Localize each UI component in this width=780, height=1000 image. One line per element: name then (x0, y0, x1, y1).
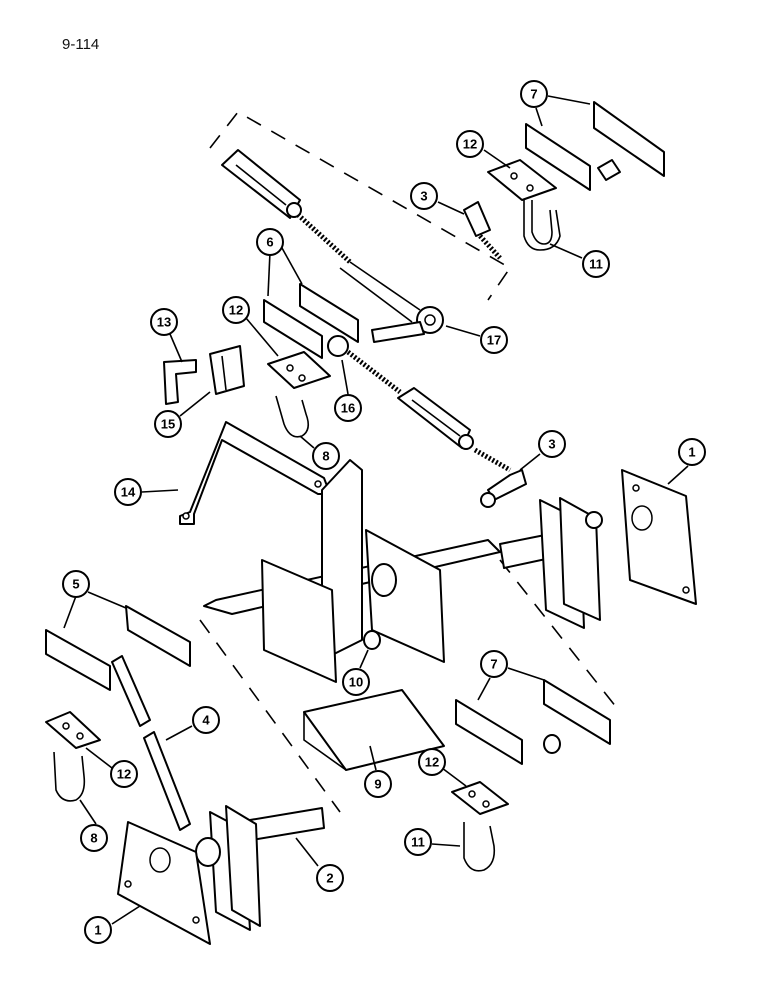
callout-6: 6 (256, 228, 303, 297)
callout-label: 12 (229, 303, 243, 318)
part-7-plates-top (525, 101, 665, 191)
callout-label: 8 (90, 831, 97, 846)
callout-1-left: 1 (84, 905, 141, 944)
callout-label: 17 (487, 333, 501, 348)
callout-label: 12 (463, 137, 477, 152)
callout-17: 17 (445, 325, 508, 354)
callout-3-middle: 3 (519, 430, 566, 471)
callout-16: 16 (334, 359, 362, 422)
part-12-plate-top (487, 159, 557, 201)
callout-12-top: 12 (456, 130, 511, 169)
part-12-plate-lower-right (451, 781, 509, 815)
callout-4: 4 (165, 706, 220, 741)
callout-13: 13 (150, 308, 183, 363)
part-14-hanger (179, 421, 331, 525)
part-7-plates-lower (455, 679, 611, 765)
callout-label: 6 (266, 235, 273, 250)
callout-11-lower: 11 (404, 828, 461, 856)
callout-12-middle: 12 (222, 296, 279, 357)
callout-15: 15 (154, 391, 211, 438)
part-6-plates (263, 283, 359, 359)
part-10-bushing (363, 630, 381, 650)
part-12-plate-middle (267, 351, 331, 389)
callout-label: 1 (688, 445, 695, 460)
callout-12-lower-right: 12 (418, 748, 467, 787)
part-4-rods (111, 655, 191, 831)
callout-label: 12 (117, 767, 131, 782)
callout-label: 9 (374, 777, 381, 792)
callout-5: 5 (62, 570, 127, 629)
callout-label: 15 (161, 417, 175, 432)
callout-12-lower-left: 12 (85, 747, 138, 788)
callout-14: 14 (114, 478, 179, 506)
part-8-ubolt-middle (275, 395, 310, 438)
assembly-outline-lower (199, 559, 621, 813)
assembly-outline-upper (209, 110, 512, 301)
callout-label: 3 (548, 437, 555, 452)
callout-label: 1 (94, 923, 101, 938)
callout-label: 4 (202, 713, 210, 728)
callout-label: 2 (326, 871, 333, 886)
callout-label: 5 (72, 577, 79, 592)
part-2-shaft-bracket (195, 805, 325, 931)
part-17-top-link (221, 149, 444, 343)
part-1-plate-left (117, 821, 211, 945)
callout-10: 10 (342, 649, 370, 696)
callout-7-lower: 7 (477, 650, 545, 701)
callout-2: 2 (295, 837, 344, 892)
callout-1-right: 1 (667, 438, 706, 485)
part-16-turnbuckle (327, 335, 512, 473)
part-1-plate-right (621, 469, 697, 605)
callout-3-top: 3 (410, 182, 465, 215)
callout-label: 3 (420, 189, 427, 204)
callout-label: 16 (341, 401, 355, 416)
callout-label: 8 (322, 449, 329, 464)
callout-label: 14 (121, 485, 136, 500)
callout-label: 11 (411, 835, 425, 850)
page-number: 9-114 (62, 36, 100, 53)
part-3-pin-top (463, 201, 502, 260)
callout-label: 10 (349, 675, 363, 690)
callout-label: 11 (589, 257, 603, 272)
callout-7-top: 7 (520, 80, 591, 127)
central-assembly (203, 459, 603, 683)
callout-8-lower: 8 (79, 799, 108, 852)
callout-label: 12 (425, 755, 439, 770)
part-11-ubolt-top (523, 200, 561, 251)
part-8-ubolt-lower (53, 751, 86, 802)
callout-label: 7 (490, 657, 497, 672)
part-3-pin-middle (480, 469, 527, 508)
part-5-plates (45, 605, 191, 691)
part-9-channel (303, 689, 445, 771)
part-15-bracket (209, 345, 245, 395)
part-11-ubolt-lower (463, 822, 496, 872)
callout-8-middle: 8 (299, 435, 340, 470)
part-13-pin (163, 359, 197, 405)
part-12-plate-lower-left (45, 711, 101, 749)
callout-11-top: 11 (549, 243, 610, 278)
callout-label: 13 (157, 315, 171, 330)
callout-9: 9 (364, 745, 392, 798)
callout-label: 7 (530, 87, 537, 102)
